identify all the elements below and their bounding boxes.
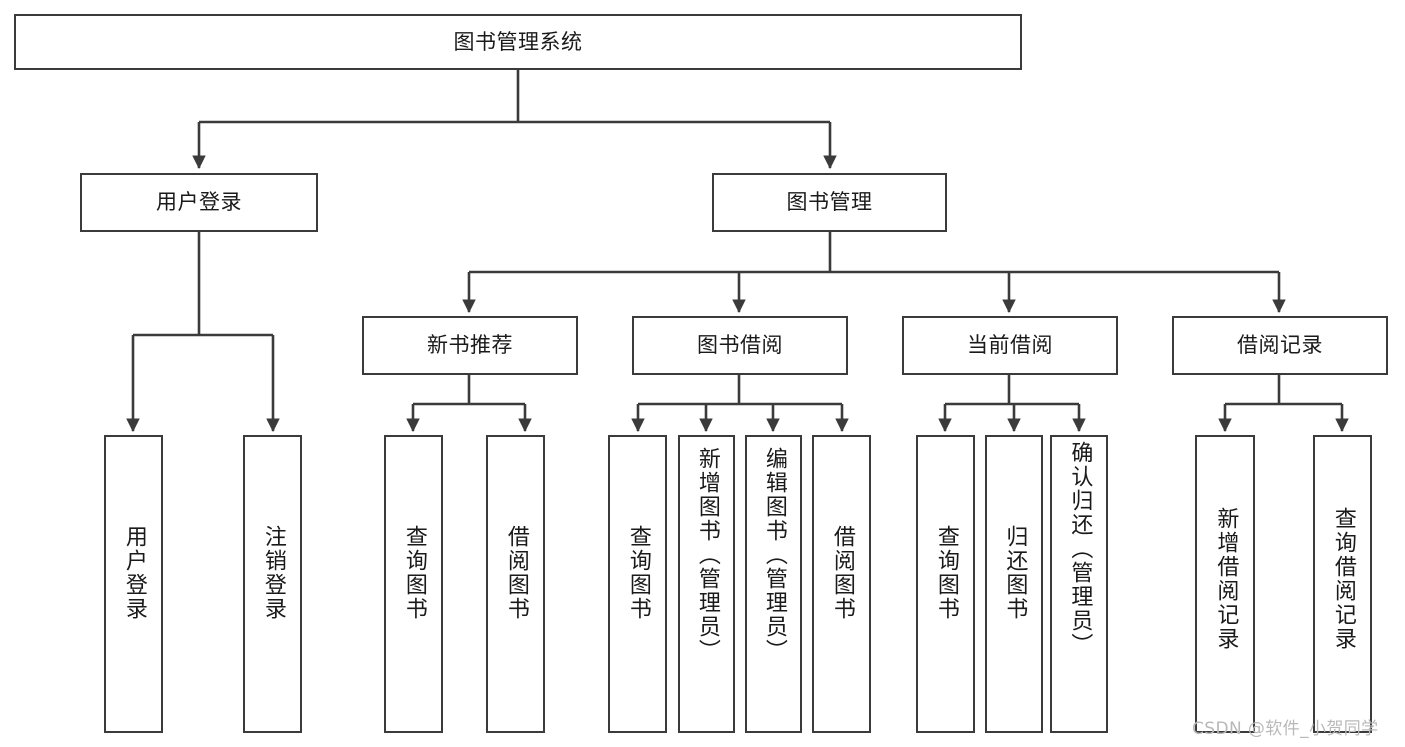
node-leaf-edit-book-label: 编辑图书（管理员） — [761, 447, 787, 663]
node-leaf-query-record-label: 查询借阅记录 — [1330, 507, 1356, 651]
node-leaf-borrow-book-1-label: 借阅图书 — [503, 525, 529, 621]
node-leaf-query-book-2-label: 查询图书 — [625, 525, 651, 621]
node-leaf-logout-label: 注销登录 — [260, 525, 286, 621]
node-leaf-borrow-book-2-label: 借阅图书 — [829, 525, 855, 621]
node-leaf-query-book-3[interactable]: 查询图书 — [916, 435, 975, 733]
node-current-borrow-label: 当前借阅 — [967, 333, 1053, 358]
node-user-login-label: 用户登录 — [156, 190, 242, 215]
node-leaf-query-record[interactable]: 查询借阅记录 — [1313, 435, 1372, 733]
node-leaf-logout[interactable]: 注销登录 — [243, 435, 302, 733]
node-leaf-add-record-label: 新增借阅记录 — [1213, 507, 1239, 651]
node-root[interactable]: 图书管理系统 — [14, 14, 1022, 70]
node-leaf-return-book-label: 归还图书 — [1002, 525, 1028, 621]
node-book-borrow-label: 图书借阅 — [697, 333, 783, 358]
node-leaf-edit-book[interactable]: 编辑图书（管理员） — [745, 435, 802, 733]
node-user-login[interactable]: 用户登录 — [80, 173, 318, 232]
node-leaf-user-login-label: 用户登录 — [121, 525, 147, 621]
node-leaf-confirm-return[interactable]: 确认归还（管理员） — [1050, 435, 1108, 733]
node-leaf-return-book[interactable]: 归还图书 — [985, 435, 1043, 733]
node-new-book-rec[interactable]: 新书推荐 — [362, 316, 578, 375]
node-root-label: 图书管理系统 — [453, 29, 583, 54]
node-borrow-record[interactable]: 借阅记录 — [1172, 316, 1388, 375]
node-borrow-record-label: 借阅记录 — [1237, 333, 1323, 358]
node-leaf-add-record[interactable]: 新增借阅记录 — [1195, 435, 1255, 733]
node-book-manage-label: 图书管理 — [786, 190, 873, 215]
node-leaf-confirm-return-label: 确认归还（管理员） — [1067, 441, 1093, 657]
node-leaf-query-book-3-label: 查询图书 — [933, 525, 959, 621]
node-book-borrow[interactable]: 图书借阅 — [632, 316, 848, 375]
node-leaf-borrow-book-2[interactable]: 借阅图书 — [812, 435, 871, 733]
node-current-borrow[interactable]: 当前借阅 — [902, 316, 1118, 375]
node-leaf-query-book-1[interactable]: 查询图书 — [384, 435, 443, 733]
node-leaf-query-book-1-label: 查询图书 — [401, 525, 427, 621]
node-book-manage[interactable]: 图书管理 — [712, 173, 947, 232]
csdn-watermark: CSDN @软件_小贺同学 — [1192, 719, 1379, 739]
node-leaf-borrow-book-1[interactable]: 借阅图书 — [486, 435, 545, 733]
node-leaf-user-login[interactable]: 用户登录 — [104, 435, 163, 733]
node-leaf-add-book-label: 新增图书（管理员） — [694, 447, 720, 663]
node-leaf-add-book[interactable]: 新增图书（管理员） — [678, 435, 735, 733]
node-leaf-query-book-2[interactable]: 查询图书 — [608, 435, 667, 733]
node-new-book-rec-label: 新书推荐 — [427, 333, 513, 358]
